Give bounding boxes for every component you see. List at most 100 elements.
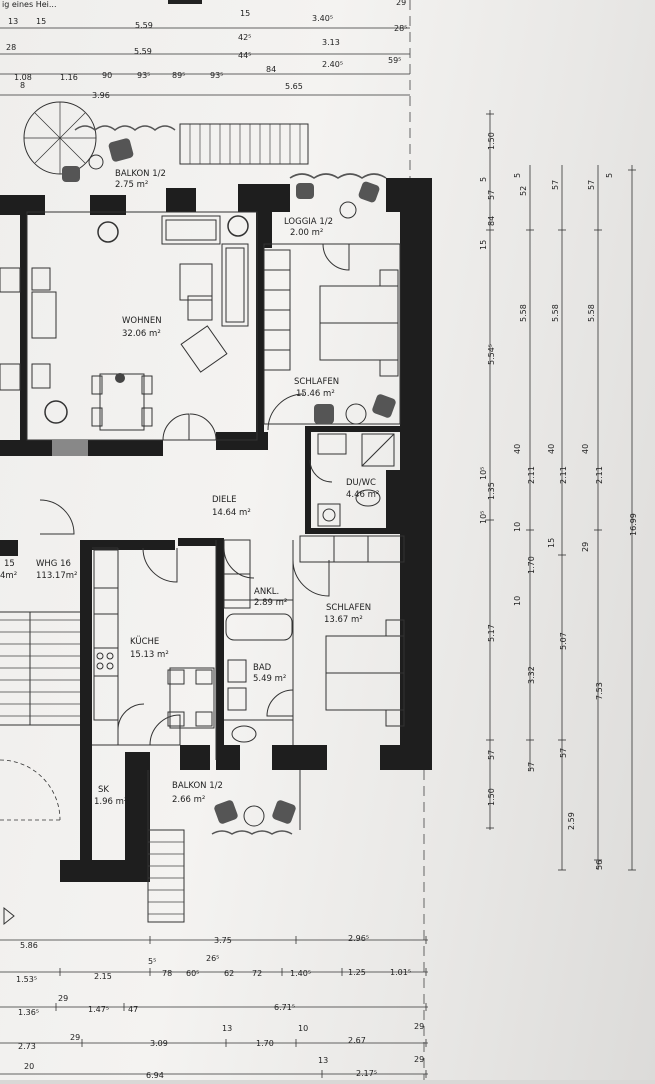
loggia: LOGGIA 1/2 2.00 m² [284, 173, 387, 238]
balkon-bottom [147, 770, 301, 835]
svg-text:29: 29 [58, 994, 68, 1003]
kueche-furniture [93, 549, 215, 729]
svg-text:5.54⁵: 5.54⁵ [487, 344, 496, 365]
svg-text:93⁵: 93⁵ [137, 71, 150, 80]
svg-text:1.50: 1.50 [487, 788, 496, 806]
schlafen-top-name: SCHLAFEN [294, 377, 339, 387]
svg-text:84: 84 [266, 65, 276, 74]
chair-icon [296, 183, 314, 199]
svg-text:40: 40 [547, 444, 556, 454]
svg-text:8: 8 [20, 81, 25, 90]
svg-text:60⁵: 60⁵ [186, 969, 199, 978]
staircase-left [0, 619, 80, 717]
bottom-dimension-lines [0, 939, 428, 1075]
schlafen-top-furniture [263, 249, 399, 425]
svg-text:10⁵: 10⁵ [479, 467, 488, 480]
svg-text:1.50: 1.50 [487, 132, 496, 150]
svg-text:40: 40 [513, 444, 522, 454]
chair-icon [272, 800, 296, 824]
svg-text:6.71⁵: 6.71⁵ [274, 1003, 295, 1012]
svg-text:15: 15 [547, 538, 556, 548]
schlafen-bottom-name: SCHLAFEN [326, 603, 371, 613]
bottom-dimension-labels: 5.86 3.75 2.96⁵ 1.53⁵ 2.15 5⁵ 78 60⁵ 26⁵… [16, 934, 424, 1080]
svg-text:28: 28 [6, 43, 16, 52]
svg-text:3.40⁵: 3.40⁵ [312, 14, 333, 23]
dusche-wc-name: DU/WC [346, 478, 376, 488]
ankl-area: 2.89 m² [254, 598, 287, 608]
svg-text:93⁵: 93⁵ [210, 71, 223, 80]
chair-icon [108, 138, 134, 162]
svg-text:5.17: 5.17 [487, 624, 496, 642]
chair-icon [214, 800, 238, 824]
svg-text:10⁵: 10⁵ [479, 511, 488, 524]
svg-text:10: 10 [513, 522, 522, 532]
arrow-icon [3, 906, 15, 926]
svg-text:1.47⁵: 1.47⁵ [88, 1005, 109, 1014]
header-block [168, 0, 202, 4]
svg-text:29: 29 [581, 542, 590, 552]
header-fragment: ig eines Hei... [2, 0, 56, 9]
bottom-dimension-ticks [55, 936, 427, 1078]
entrance-left [0, 759, 61, 821]
plant-icons [44, 215, 249, 424]
svg-text:26⁵: 26⁵ [206, 954, 219, 963]
svg-text:57: 57 [551, 180, 560, 190]
right-dimension-lines [489, 110, 633, 870]
sk-name: SK [98, 785, 109, 795]
bad-name: BAD [253, 663, 272, 673]
bad-area: 5.49 m² [253, 674, 286, 684]
svg-text:2.73: 2.73 [18, 1042, 36, 1051]
svg-text:57: 57 [527, 762, 536, 772]
svg-text:1.70: 1.70 [256, 1039, 274, 1048]
svg-text:3.32: 3.32 [527, 666, 536, 684]
right-dimension-ticks [486, 113, 636, 871]
parasol-icon [23, 101, 97, 175]
dusche-wc-fixtures [317, 433, 395, 527]
walls [0, 178, 432, 882]
svg-text:13: 13 [8, 17, 18, 26]
svg-text:15: 15 [36, 17, 46, 26]
chair-icon [314, 404, 334, 424]
chair-icon [62, 166, 80, 182]
whg-left-num: 15 [4, 559, 15, 569]
svg-text:5.07: 5.07 [559, 632, 568, 650]
svg-text:29: 29 [414, 1022, 424, 1031]
svg-text:1.25: 1.25 [348, 968, 366, 977]
svg-text:20: 20 [24, 1062, 34, 1071]
top-dimension-lines [0, 27, 410, 96]
svg-text:1.08: 1.08 [14, 73, 32, 82]
schlafen-top-area: 15.46 m² [296, 389, 335, 399]
whg-left-area: 4m² [0, 571, 17, 581]
ankl-name: ANKL. [254, 587, 279, 597]
svg-text:15: 15 [479, 240, 488, 250]
top-dimension-labels: 13 15 5.59 15 3.40⁵ 29 28 5.59 42⁵ 44⁵ 3… [6, 0, 407, 100]
wohnen-area: 32.06 m² [122, 329, 161, 339]
right-dimension-labels: 5 15 84 57 1.50 5.54⁵ 1.35 10⁵ 10⁵ 5.17 … [479, 132, 638, 870]
svg-text:10: 10 [298, 1024, 308, 1033]
kueche-area: 15.13 m² [130, 650, 169, 660]
svg-text:52: 52 [519, 186, 528, 196]
svg-text:59⁵: 59⁵ [388, 56, 401, 65]
kueche-name: KÜCHE [130, 636, 159, 647]
svg-text:6.94: 6.94 [146, 1071, 164, 1080]
svg-text:5.58: 5.58 [551, 304, 560, 322]
svg-text:40: 40 [581, 444, 590, 454]
ankl-schlafen-furniture [223, 535, 405, 743]
diele-name: DIELE [212, 495, 237, 505]
chair-icon [372, 394, 396, 418]
top-balcony: BALKON 1/2 2.75 m² [23, 101, 309, 190]
svg-text:56: 56 [595, 860, 604, 870]
svg-text:5.59: 5.59 [135, 21, 153, 30]
svg-text:2.11: 2.11 [595, 466, 604, 484]
svg-text:1.35: 1.35 [487, 482, 496, 500]
loggia-area: 2.00 m² [290, 228, 323, 238]
svg-text:2.17⁵: 2.17⁵ [356, 1069, 377, 1078]
svg-text:13: 13 [222, 1024, 232, 1033]
loggia-name: LOGGIA 1/2 [284, 217, 333, 227]
svg-text:10: 10 [513, 596, 522, 606]
whg-area: 113.17m² [36, 571, 77, 581]
svg-text:3.09: 3.09 [150, 1039, 168, 1048]
svg-text:3.75: 3.75 [214, 936, 232, 945]
svg-text:5.65: 5.65 [285, 82, 303, 91]
